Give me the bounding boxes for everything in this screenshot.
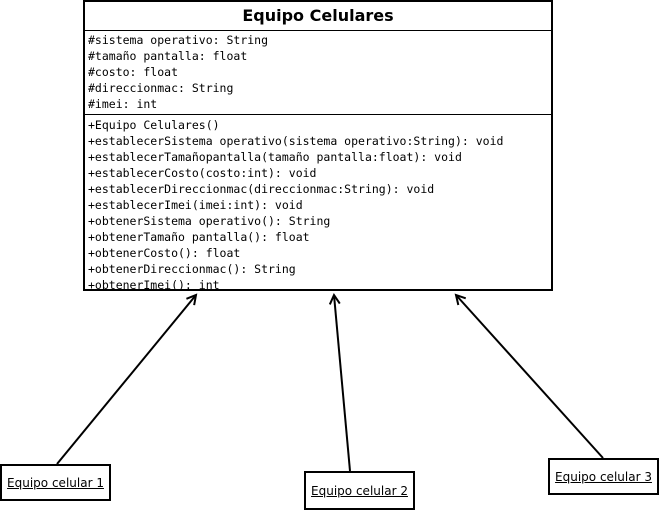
arrow-instance-3 bbox=[456, 295, 604, 459]
class-title: Equipo Celulares bbox=[85, 2, 551, 31]
method: +obtenerTamaño pantalla(): float bbox=[88, 230, 310, 244]
instance-box-2: Equipo celular 2 bbox=[304, 471, 415, 510]
method: +obtenerImei(): int bbox=[88, 278, 220, 292]
instance-box-3: Equipo celular 3 bbox=[548, 458, 659, 495]
method: +establecerDireccionmac(direccionmac:Str… bbox=[88, 182, 435, 196]
instance-box-1: Equipo celular 1 bbox=[0, 464, 111, 501]
attribute: #sistema operativo: String bbox=[88, 33, 269, 47]
attribute: #direccionmac: String bbox=[88, 81, 234, 95]
method: +establecerCosto(costo:int): void bbox=[88, 166, 317, 180]
method: +obtenerCosto(): float bbox=[88, 246, 241, 260]
methods-section: +Equipo Celulares() +establecerSistema o… bbox=[85, 115, 551, 293]
instance-label: Equipo celular 3 bbox=[555, 469, 652, 484]
attribute: #costo: float bbox=[88, 65, 179, 79]
uml-class-box: Equipo Celulares #sistema operativo: Str… bbox=[83, 0, 553, 293]
method: +establecerImei(imei:int): void bbox=[88, 198, 303, 212]
method: +Equipo Celulares() bbox=[88, 118, 220, 132]
attribute: #tamaño pantalla: float bbox=[88, 49, 248, 63]
instance-label: Equipo celular 1 bbox=[7, 475, 104, 490]
instance-label: Equipo celular 2 bbox=[311, 483, 408, 498]
arrow-instance-1 bbox=[56, 295, 196, 465]
arrow-instance-2 bbox=[334, 295, 351, 472]
method: +establecerTamañopantalla(tamaño pantall… bbox=[88, 150, 462, 164]
attribute: #imei: int bbox=[88, 97, 158, 111]
method: +obtenerSistema operativo(): String bbox=[88, 214, 331, 228]
attributes-section: #sistema operativo: String #tamaño panta… bbox=[85, 31, 551, 115]
method: +establecerSistema operativo(sistema ope… bbox=[88, 134, 504, 148]
method: +obtenerDireccionmac(): String bbox=[88, 262, 296, 276]
